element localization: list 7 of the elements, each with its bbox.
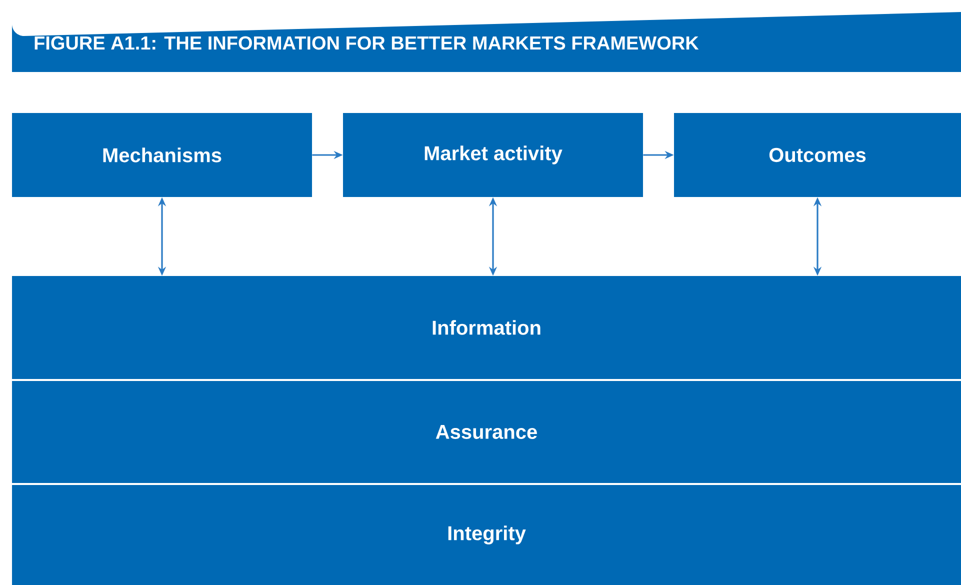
- process-box: Mechanisms: [12, 113, 312, 197]
- layer-band: Integrity: [12, 485, 961, 585]
- layer-band: Information: [12, 276, 961, 379]
- layer-band: Assurance: [12, 381, 961, 483]
- title-bar: FIGURE A1.1: THE INFORMATION FOR BETTER MARKETS FRAMEWORK: [12, 12, 961, 72]
- process-box: Outcomes: [674, 113, 961, 197]
- process-box: Market activity: [343, 113, 643, 197]
